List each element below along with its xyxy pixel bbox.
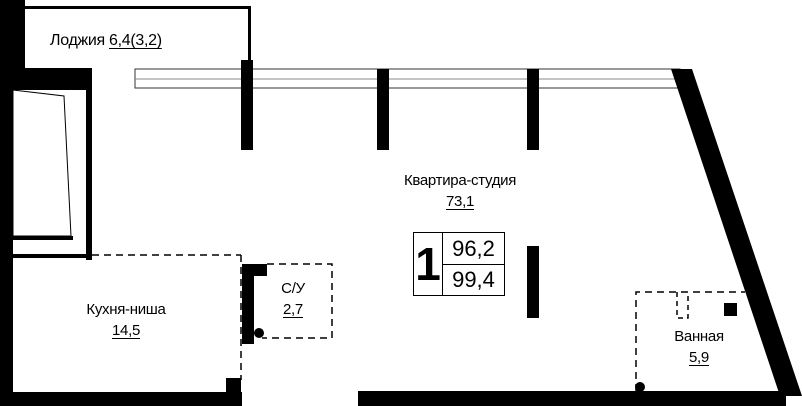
room-name: Квартира-студия bbox=[403, 172, 517, 189]
window-band bbox=[134, 68, 681, 89]
room-label-loggia: Лоджия 6,4(3,2) bbox=[50, 32, 162, 50]
room-label-studio: Квартира-студия 73,1 bbox=[380, 172, 540, 211]
bottom-wall bbox=[0, 391, 786, 406]
apartment-badge: 1 96,2 99,4 bbox=[413, 232, 505, 296]
total-area-with-loggia: 99,4 bbox=[452, 267, 495, 292]
room-name: Ванная bbox=[674, 328, 724, 345]
bathroom-walls bbox=[635, 291, 745, 392]
room-label-kitchen: Кухня-ниша 14,5 bbox=[66, 301, 186, 340]
room-label-wc: С/У 2,7 bbox=[268, 280, 318, 319]
right-wall bbox=[671, 69, 802, 396]
total-area: 96,2 bbox=[443, 233, 504, 265]
wc-walls bbox=[242, 263, 333, 344]
left-wall bbox=[0, 68, 92, 406]
room-area: 14,5 bbox=[112, 322, 140, 339]
room-name: С/У bbox=[281, 280, 305, 297]
columns bbox=[241, 60, 539, 318]
loggia-walls bbox=[0, 0, 251, 70]
rooms-count: 1 bbox=[414, 233, 443, 295]
room-area: 2,7 bbox=[283, 301, 303, 318]
room-area: 5,9 bbox=[689, 349, 709, 366]
room-label-bathroom: Ванная 5,9 bbox=[664, 328, 734, 367]
room-name: Лоджия bbox=[50, 32, 105, 49]
room-area: 73,1 bbox=[446, 193, 474, 210]
room-name: Кухня-ниша bbox=[86, 301, 166, 318]
room-area: 6,4(3,2) bbox=[109, 32, 162, 49]
kitchen-partition bbox=[92, 254, 242, 380]
